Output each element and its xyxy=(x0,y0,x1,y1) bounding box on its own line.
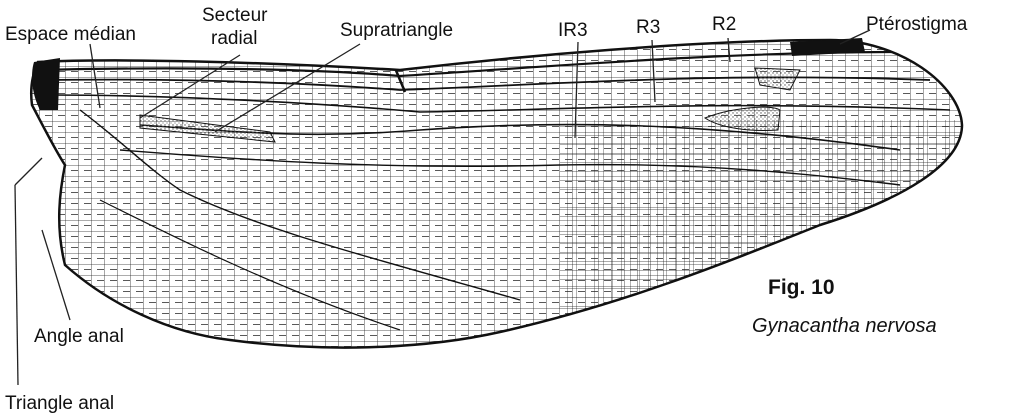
leader-triangle-anal-2 xyxy=(15,158,42,185)
species-name: Gynacantha nervosa xyxy=(752,315,937,337)
label-secteur-radial-1: Secteur xyxy=(202,5,268,26)
label-triangle-anal: Triangle anal xyxy=(5,393,114,414)
label-secteur-radial-2: radial xyxy=(211,28,257,49)
label-r3: R3 xyxy=(636,17,660,38)
label-ir3: IR3 xyxy=(558,20,588,41)
label-angle-anal: Angle anal xyxy=(34,326,124,347)
label-espace-median: Espace médian xyxy=(5,24,136,45)
label-pterostigma: Ptérostigma xyxy=(866,14,968,35)
label-supratriangle: Supratriangle xyxy=(340,20,453,41)
label-r2: R2 xyxy=(712,14,736,35)
leader-triangle-anal xyxy=(15,185,18,385)
figure-number: Fig. 10 xyxy=(768,276,835,299)
figure-caption: Fig. 10 Gynacantha nervosa xyxy=(752,276,937,337)
